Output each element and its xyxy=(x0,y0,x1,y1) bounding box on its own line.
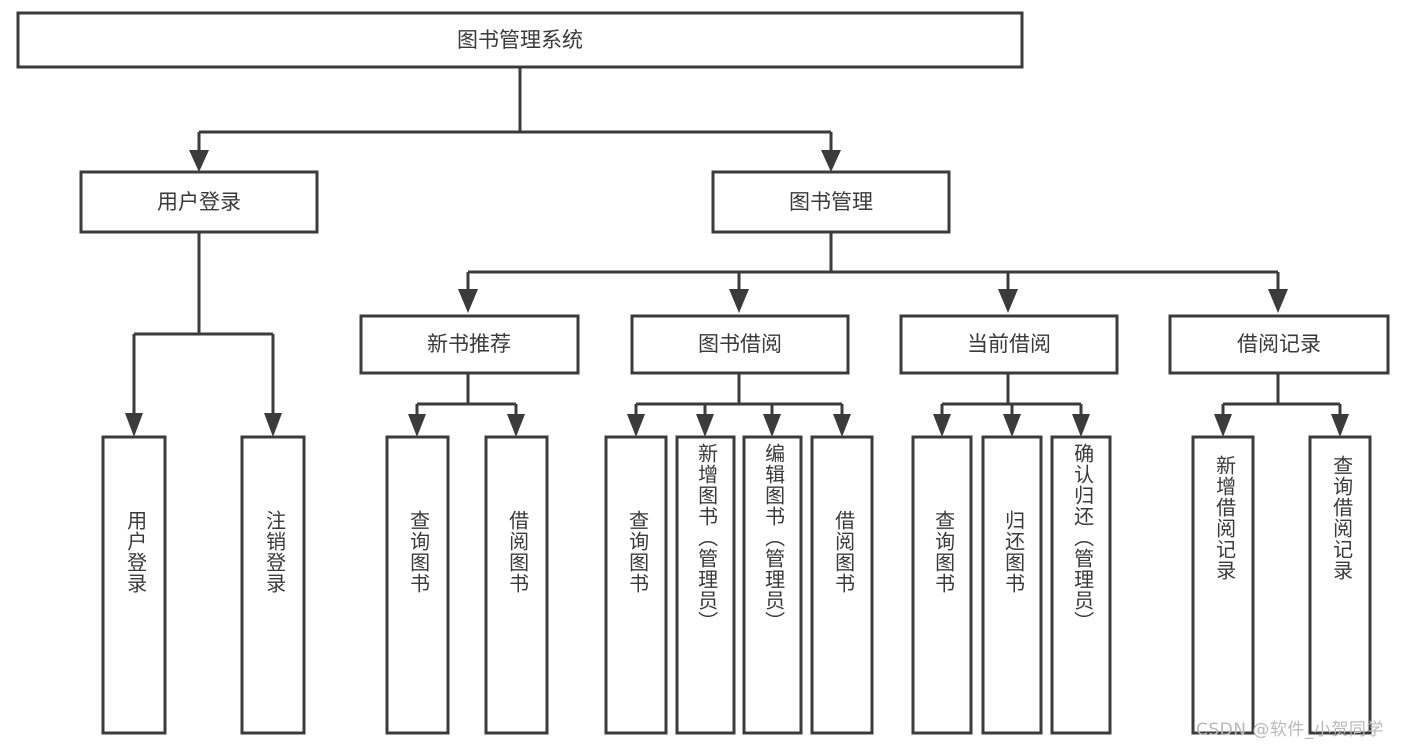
node-root[interactable]: 图书管理系统 xyxy=(16,11,1024,69)
node-user-login-box[interactable] xyxy=(79,170,319,234)
leaf-box-query-book-1[interactable] xyxy=(385,435,450,735)
arrow-head-new-book-recommend xyxy=(458,289,478,313)
arrow-head-leaf-query-book-2 xyxy=(627,414,645,437)
connector-layer xyxy=(125,67,1349,437)
node-book-borrow-box[interactable] xyxy=(630,314,850,375)
arrow-head-leaf-add-record xyxy=(1214,414,1232,437)
node-current-borrow[interactable]: 当前借阅 xyxy=(899,314,1119,375)
arrow-head-user-login xyxy=(189,150,209,172)
node-current-borrow-label: 当前借阅 xyxy=(967,332,1051,356)
csdn-watermark: CSDN @软件_小贺同学 xyxy=(1196,720,1384,740)
node-borrow-record-label: 借阅记录 xyxy=(1237,332,1321,356)
leaf-box-query-book-2[interactable] xyxy=(604,435,668,735)
leaf-box-confirm-return[interactable] xyxy=(1050,435,1112,735)
arrow-head-leaf-borrow-book-2 xyxy=(833,414,851,437)
node-borrow-record-box[interactable] xyxy=(1168,314,1390,375)
node-book-borrow-label: 图书借阅 xyxy=(698,332,782,356)
arrow-head-leaf-query-record xyxy=(1331,414,1349,437)
node-book-borrow[interactable]: 图书借阅 xyxy=(630,314,850,375)
node-root-box[interactable] xyxy=(16,11,1024,69)
arrow-head-book-borrow xyxy=(729,289,749,313)
arrow-head-leaf-query-book-1 xyxy=(408,414,426,437)
arrow-head-leaf-query-book-3 xyxy=(933,414,951,437)
leaf-box-borrow-book-2[interactable] xyxy=(810,435,874,735)
node-current-borrow-box[interactable] xyxy=(899,314,1119,375)
leaf-box-query-record[interactable] xyxy=(1308,435,1372,735)
leaf-box-add-book[interactable] xyxy=(675,435,736,735)
node-borrow-record[interactable]: 借阅记录 xyxy=(1168,314,1390,375)
arrow-head-leaf-edit-book xyxy=(763,414,781,437)
arrow-head-leaf-confirm-return xyxy=(1072,414,1090,437)
leaf-box-user-logout[interactable] xyxy=(240,435,306,735)
arrow-head-leaf-add-book xyxy=(696,414,714,437)
node-user-login-label: 用户登录 xyxy=(157,190,241,214)
arrow-head-leaf-user-login xyxy=(125,413,143,437)
arrow-head-book-manage xyxy=(821,150,841,172)
node-new-book-recommend-box[interactable] xyxy=(359,314,580,375)
node-book-manage[interactable]: 图书管理 xyxy=(711,170,951,234)
node-user-login[interactable]: 用户登录 xyxy=(79,170,319,234)
leaf-box-add-record[interactable] xyxy=(1191,435,1255,735)
arrow-head-leaf-user-logout xyxy=(264,413,282,437)
node-new-book-recommend[interactable]: 新书推荐 xyxy=(359,314,580,375)
node-book-manage-box[interactable] xyxy=(711,170,951,234)
leaf-box-edit-book[interactable] xyxy=(742,435,803,735)
arrow-head-leaf-borrow-book-1 xyxy=(507,414,525,437)
leaf-box-user-login[interactable] xyxy=(101,435,167,735)
node-root-label: 图书管理系统 xyxy=(457,28,583,52)
node-new-book-recommend-label: 新书推荐 xyxy=(427,332,511,356)
arrow-head-borrow-record xyxy=(1268,289,1288,313)
arrow-head-leaf-return-book xyxy=(1003,414,1021,437)
arrow-head-current-borrow xyxy=(998,289,1018,313)
node-layer: 图书管理系统 用户登录 图书管理 新书推荐 图书借阅 xyxy=(16,11,1390,735)
leaf-box-borrow-book-1[interactable] xyxy=(484,435,549,735)
node-book-manage-label: 图书管理 xyxy=(789,190,873,214)
leaf-box-query-book-3[interactable] xyxy=(911,435,973,735)
leaf-box-return-book[interactable] xyxy=(981,435,1043,735)
